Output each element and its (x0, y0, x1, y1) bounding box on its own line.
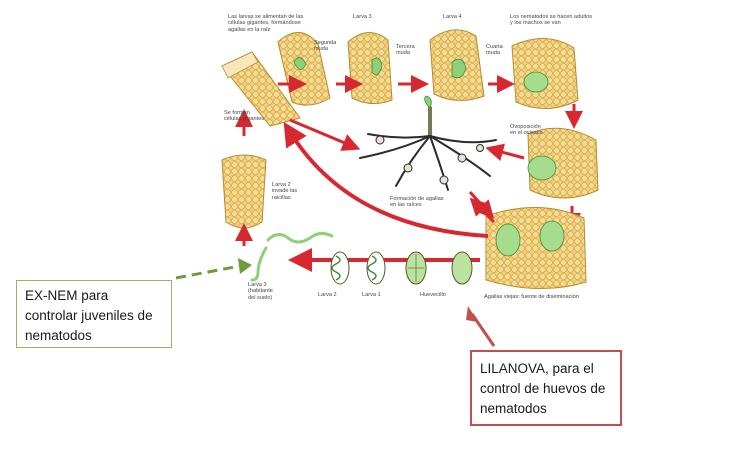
label-adults: Los nematodos se hacen adultos y los mac… (510, 14, 593, 27)
gall-larva-4 (429, 29, 485, 101)
label-larva-3-top: Larva 3 (353, 14, 372, 20)
label-gall-formation: Formación de agallas en las raíces (390, 196, 444, 209)
label-larva-4: Larva 4 (443, 14, 462, 20)
gall-larva-3 (347, 32, 393, 104)
lilanova-callout-box: LILANOVA, para el control de huevos de n… (470, 350, 622, 426)
exnem-callout-box: EX-NEM para controlar juveniles de nemat… (16, 280, 172, 348)
label-second-molt: Segunda muda (314, 40, 337, 53)
larva-1-in-egg (366, 251, 386, 285)
label-larva-2: Larva 2 (318, 292, 337, 298)
label-fourth-molt: Cuarta muda (486, 44, 503, 57)
larva-2-in-egg (330, 251, 350, 285)
larva-3-soil-worm (250, 231, 334, 282)
label-oviposition: Ovoposición en el ovisaco (510, 124, 543, 137)
gall-adults (511, 37, 579, 110)
label-larva-3-soil: Larva 3 (habitante del suelo) (248, 282, 273, 301)
arrow-to-gall-formation (289, 118, 361, 151)
label-larva-1: Larva 1 (362, 292, 381, 298)
label-third-molt: Tercera muda (396, 44, 415, 57)
label-egg: Huevecillo (420, 292, 446, 298)
galled-root-system (359, 106, 497, 191)
label-larva-2-invades: Larva 2 invade las raicillas (272, 182, 298, 201)
egg-dividing (405, 251, 427, 285)
arrow-old-galls-to-root (469, 197, 496, 224)
label-old-galls: Agallas viejas: fuente de diseminación (484, 294, 579, 300)
label-giant-cells: Se forman células gigantes (224, 110, 265, 123)
egg-sac-female (527, 127, 599, 199)
arrow-oviposition-to-root (485, 143, 525, 162)
exnem-pointer-arrow (175, 264, 241, 280)
root-tip-giant-cells (221, 51, 301, 127)
egg (451, 251, 473, 285)
plant-stem-icon (424, 95, 432, 109)
exnem-arrowhead (238, 258, 252, 274)
root-tip-invaded (221, 154, 267, 229)
label-larvae-feed: Las larvas se alimentan de las células g… (228, 14, 304, 33)
arrow-return-curve (283, 121, 489, 238)
old-galls (485, 206, 587, 290)
lilanova-arrowhead (466, 306, 478, 322)
